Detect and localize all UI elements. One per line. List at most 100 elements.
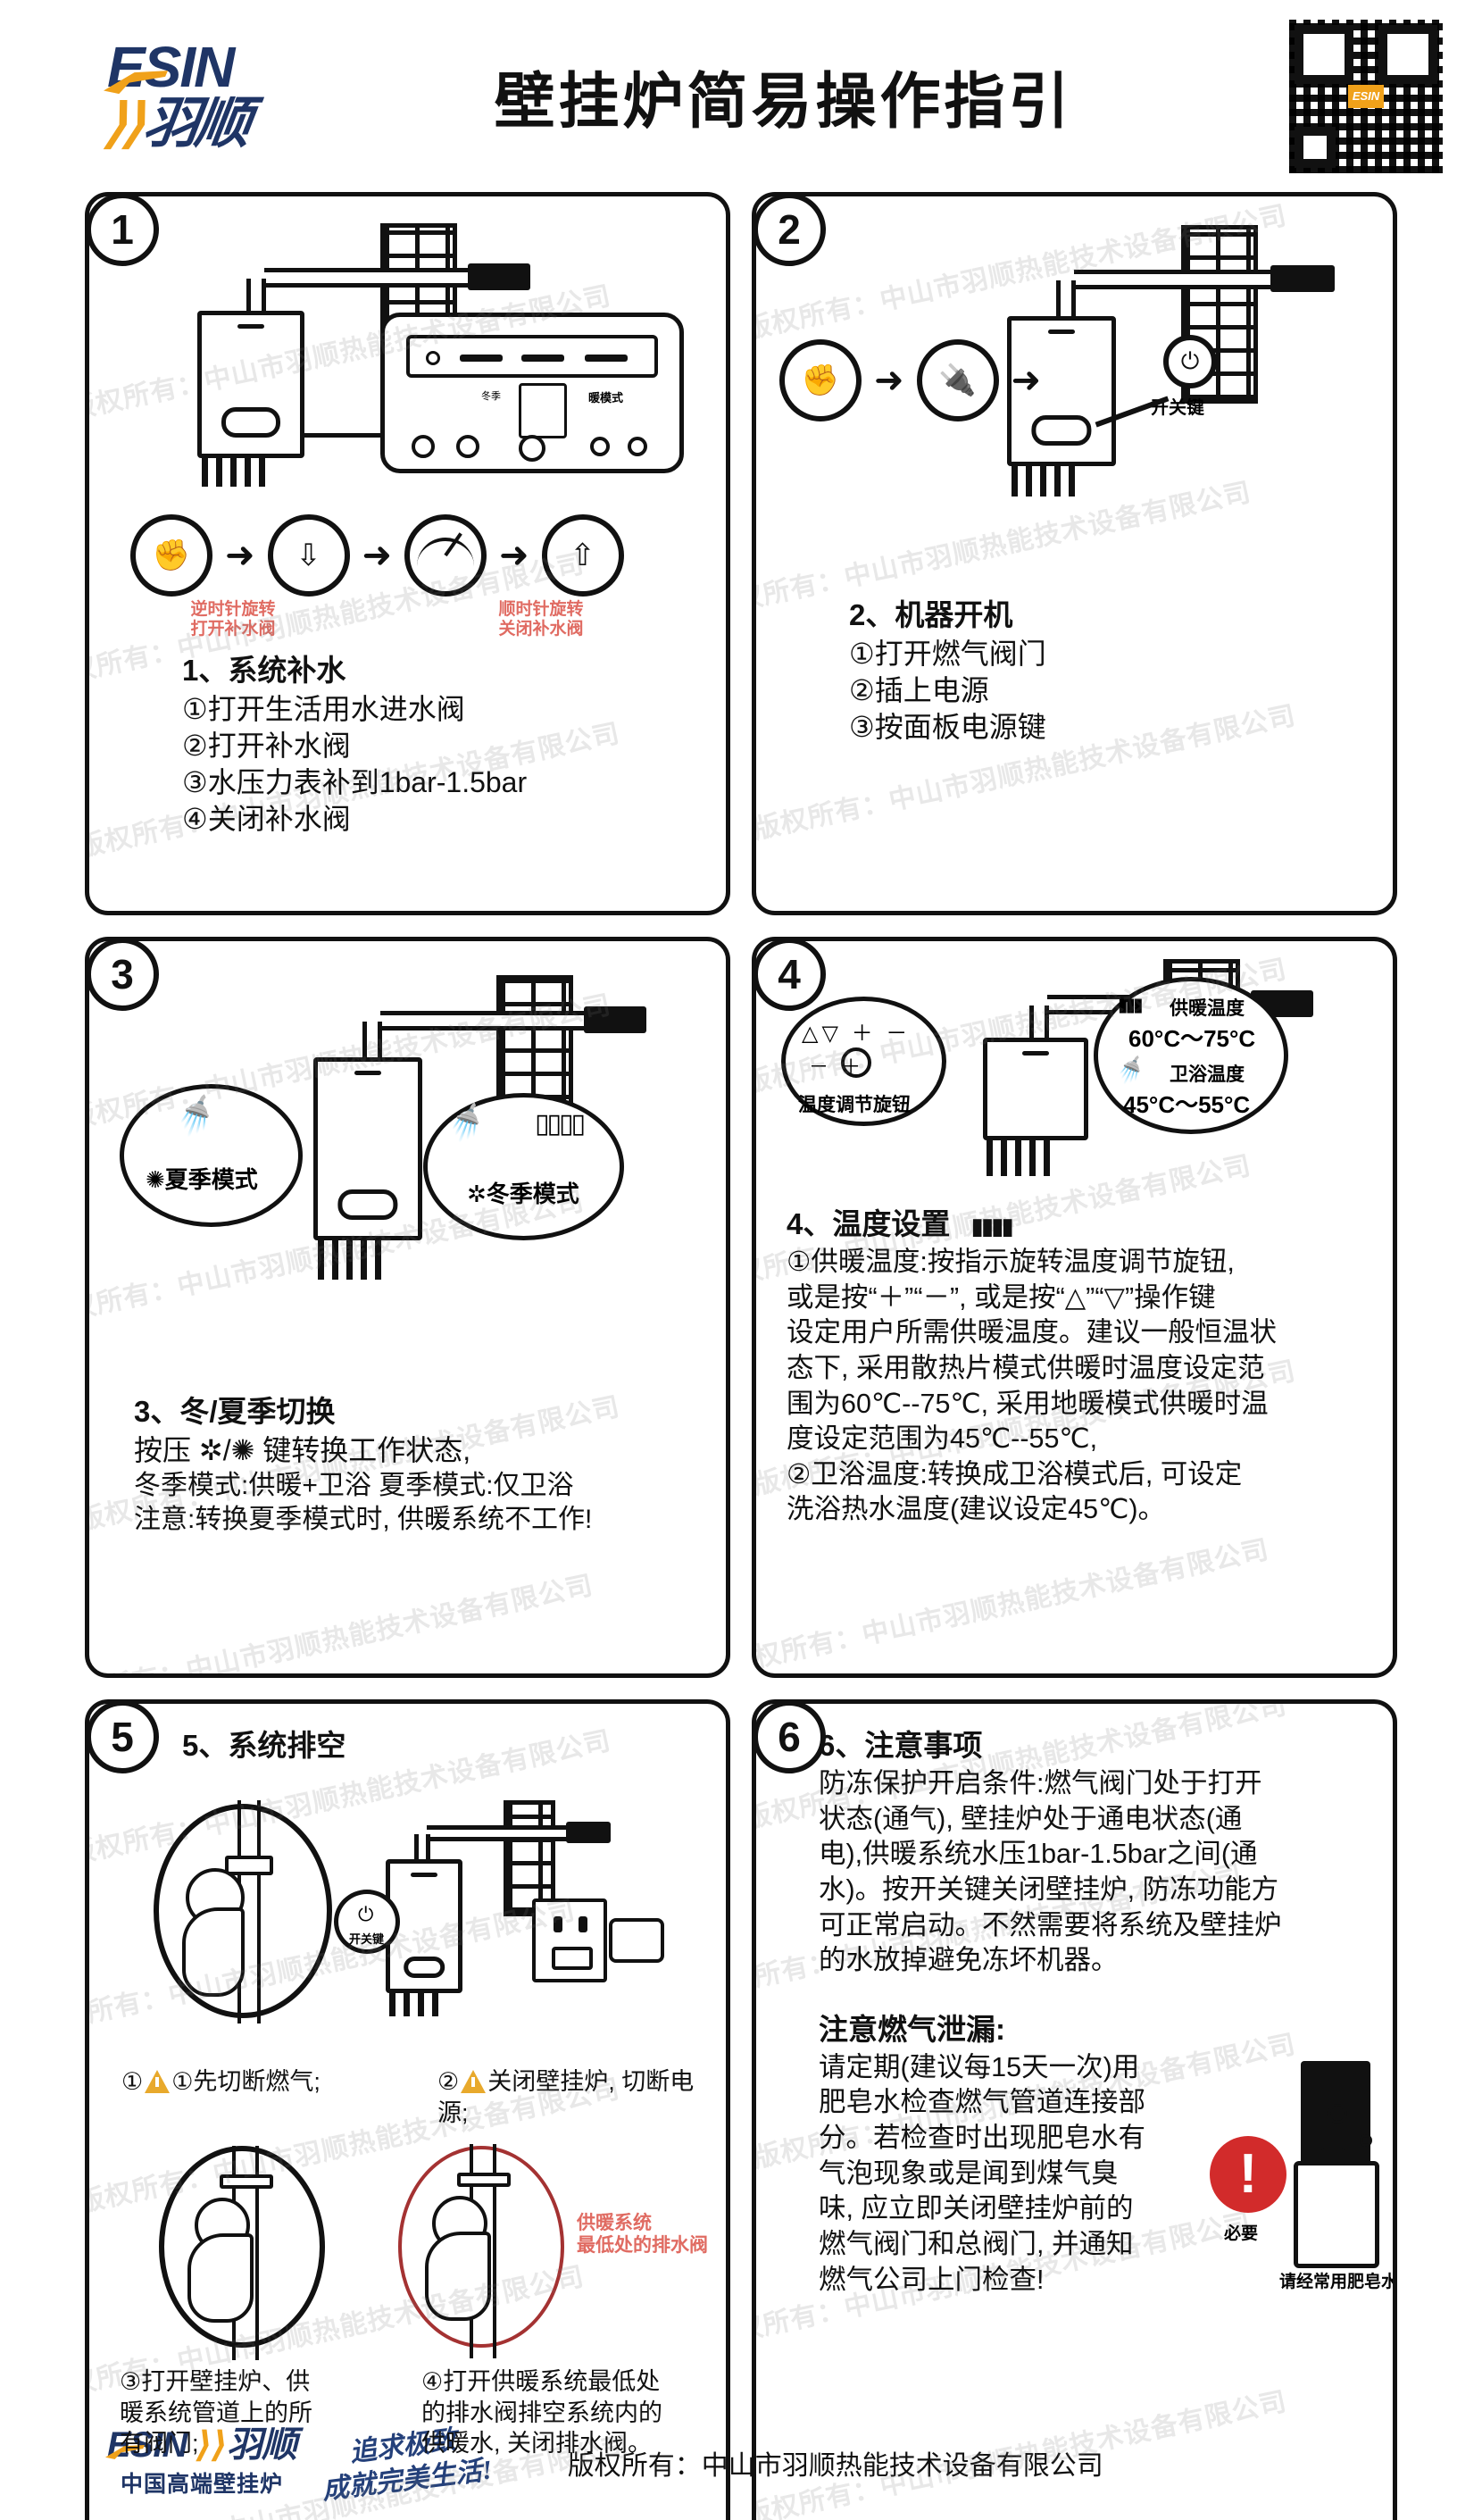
- circle-number-1: ①: [121, 2068, 144, 2095]
- panel-6-notices: 6 版权所有：中山市羽顺热能技术设备有限公司 版权所有：中山市羽顺热能技术设备有…: [752, 1699, 1397, 2520]
- open-valves-illustration: [159, 2146, 325, 2361]
- refill-valve-icon: ⇩: [267, 514, 350, 597]
- flue-elbow-icon: [414, 1834, 430, 1861]
- boiler-display-icon: [1031, 415, 1092, 446]
- panel-4-line-3: 设定用户所需供暖温度。建议一般恒温状: [787, 1317, 1277, 1348]
- panel-6-para2-l4: 气泡现象或是闻到煤气臭: [819, 2157, 1119, 2189]
- boiler-display-icon: [337, 1189, 398, 1220]
- boiler-icon: [197, 311, 304, 458]
- radiator-icon: ▮▮▮▮: [970, 1213, 1014, 1239]
- close-valve-icon: ⇧: [541, 514, 624, 597]
- panel-5-caption-4: ④打开供暖系统最低处 的排水阀排空系统内的 供暖水, 关闭排水阀。: [421, 2366, 703, 2459]
- panel-6-para1-l5: 可正常启动。不然需要将系统及壁挂炉: [819, 1909, 1282, 1940]
- panel-5-captions-bottom: ③打开壁挂炉、供 暖系统管道上的所 有阀门; ④打开供暖系统最低处 的排水阀排空…: [112, 2366, 703, 2459]
- valve-body-icon: [220, 2174, 273, 2190]
- boiler-icon: [983, 1038, 1088, 1140]
- flue-cap-icon: [566, 1822, 611, 1843]
- radiator-icon: ▮▮▮: [1118, 995, 1144, 1015]
- knob-label: 温度调节旋钮: [798, 1095, 911, 1115]
- winter-mode-label: ✲冬季模式: [467, 1181, 579, 1207]
- warning-triangle-icon: [145, 2070, 171, 2093]
- shower-icon: 🚿: [444, 1101, 490, 1146]
- footer-brand-sub: 中国高端壁挂炉: [121, 2472, 284, 2497]
- power-key-callout: ⏻ 开关键: [334, 1890, 400, 1954]
- drain-note-line-2: 最低处的排水阀: [577, 2235, 708, 2257]
- panel-6-illustration: ! 必要 请经常用肥皂水检查: [1194, 2050, 1393, 2298]
- panel-6-para1-l1: 防冻保护开启条件:燃气阀门处于打开: [819, 1768, 1262, 1798]
- circle-number-2: ②: [437, 2068, 460, 2095]
- brand-logo-en: ESIN: [104, 38, 330, 96]
- power-key-label: 开关键: [349, 1932, 385, 1946]
- boiler-pipes-icon: [1012, 466, 1075, 496]
- panel-3-artwork: 🚿 ✺夏季模式 🚿 ▯▯▯▯ ✲冬季模式: [112, 959, 703, 1379]
- heating-temp-range: 60°C〜75°C: [1128, 1025, 1256, 1052]
- flue-pipe-icon: [264, 268, 487, 288]
- panel-4-title-text: 4、温度设置: [787, 1207, 951, 1240]
- heating-temp-label: 供暖温度: [1170, 998, 1245, 1019]
- boiler-logo-icon: [237, 324, 264, 329]
- boiler-pipes-icon: [318, 1240, 381, 1280]
- soap-bottle-icon: [1294, 2147, 1379, 2268]
- panel-5-number: 5: [89, 1704, 159, 1773]
- winter-mode-callout: 🚿 ▯▯▯▯ ✲冬季模式: [423, 1093, 624, 1240]
- panel-5-caption-4-l3: 供暖水, 关闭排水阀。: [421, 2430, 653, 2457]
- control-panel-label-2: 冬季: [481, 391, 501, 402]
- panel-2-text: 2、机器开机 ①打开燃气阀门 ②插上电源 ③按面板电源键: [779, 591, 1370, 746]
- flue-pipe-icon: [1074, 270, 1288, 289]
- panel-3-line-1: 按压 ✲/✺ 键转换工作状态,: [134, 1434, 471, 1466]
- panel-2-power-on: 2 版权所有：中山市羽顺热能技术设备有限公司 版权所有：中山市羽顺热能技术设备有…: [752, 192, 1397, 915]
- panel-2-artwork: ⏻ 开关键 ✊ ➜ 🔌 ➜: [779, 214, 1370, 572]
- panel-6-para2-l7: 燃气公司上门检查!: [819, 2264, 1045, 2295]
- panel-5-caption-4-l2: 的排水阀排空系统内的: [421, 2399, 662, 2426]
- rotary-knob-icon[interactable]: [841, 1047, 871, 1078]
- panel-4-line-5: 围为60℃--75℃, 采用地暖模式供暖时温: [787, 1388, 1269, 1419]
- panel-3-inner: 🚿 ✺夏季模式 🚿 ▯▯▯▯ ✲冬季模式: [89, 941, 726, 1673]
- brand-logo: ESIN ⟩⟩羽顺: [103, 38, 330, 154]
- arrow-right-icon: ➜: [362, 536, 393, 575]
- soap-bubble-icon: [1360, 2133, 1372, 2147]
- bath-temp-range: 45°C〜55°C: [1123, 1091, 1251, 1118]
- panel-1-system-refill: 1 版权所有：中山市羽顺热能技术设备有限公司 版权所有：中山市羽顺热能技术设备有…: [85, 192, 730, 915]
- flue-cap-icon: [584, 1006, 646, 1033]
- flue-elbow-icon: [1056, 280, 1076, 316]
- power-button-icon[interactable]: ⏻: [1163, 335, 1217, 388]
- panel-2-step-2: ②插上电源: [849, 673, 989, 706]
- wave-icon: ⟩⟩: [196, 2425, 228, 2465]
- qr-center-logo: ESIN: [1348, 84, 1384, 108]
- panel-1-step-3: ③水压力表补到1bar-1.5bar: [182, 765, 528, 798]
- panel-6-para2-l2: 肥皂水检查燃气管道连接部: [819, 2087, 1145, 2118]
- panel-2-step-1: ①打开燃气阀门: [849, 638, 1046, 670]
- panel-4-line-6: 度设定范围为45℃--55℃,: [787, 1423, 1098, 1455]
- panel-3-line-2: 冬季模式:供暖+卫浴 夏季模式:仅卫浴: [134, 1470, 574, 1500]
- arrow-right-icon: ➜: [874, 361, 904, 400]
- panel-6-para2-l3: 分。若检查时出现肥皂水有: [819, 2123, 1145, 2154]
- panel-5-inner: 5、系统排空: [89, 1704, 726, 2520]
- gas-shutoff-illustration: [154, 1800, 332, 2024]
- panel-6-para1-l4: 水)。按开关键关闭壁挂炉, 防冻功能方: [819, 1873, 1279, 1905]
- boiler-icon: [313, 1057, 422, 1240]
- hand-icon: [187, 2233, 254, 2324]
- footer-brand-en: ESIN: [107, 2425, 187, 2465]
- panel-6-para2: 请定期(建议每15天一次)用 肥皂水检查燃气管道连接部 分。若检查时出现肥皂水有…: [819, 2050, 1194, 2298]
- drain-note-line-1: 供暖系统: [577, 2213, 652, 2234]
- qr-code-icon[interactable]: ESIN: [1286, 15, 1446, 177]
- panel-grid: 1 版权所有：中山市羽顺热能技术设备有限公司 版权所有：中山市羽顺热能技术设备有…: [0, 192, 1482, 2520]
- panel-4-temperature-setting: 4 版权所有：中山市羽顺热能技术设备有限公司 版权所有：中山市羽顺热能技术设备有…: [752, 937, 1397, 1678]
- alert-exclamation-icon: !: [1210, 2135, 1286, 2213]
- must-label: 必要: [1224, 2224, 1259, 2243]
- panel-5-caption-3-l1: ③打开壁挂炉、供: [120, 2368, 311, 2396]
- panel-6-text-top: 6、注意事项 防冻保护开启条件:燃气阀门处于打开 状态(通气), 壁挂炉处于通电…: [819, 1722, 1370, 1979]
- power-icon[interactable]: ⏻: [358, 1903, 374, 1925]
- temperature-range-callout: ▮▮▮ 供暖温度 60°C〜75°C 🚿 卫浴温度 45°C〜55°C: [1094, 977, 1288, 1134]
- wall-bricks-icon: [504, 1800, 555, 1916]
- panel-3-number: 3: [89, 941, 159, 1011]
- arrow-right-icon: ➜: [225, 536, 255, 575]
- panel-4-line-7: ②卫浴温度:转换成卫浴模式后, 可设定: [787, 1458, 1243, 1489]
- panel-6-para2-l1: 请定期(建议每15天一次)用: [819, 2051, 1140, 2082]
- boiler-pipes-icon: [202, 458, 265, 487]
- flue-elbow-icon: [362, 1022, 382, 1057]
- temperature-knob-callout: △▽ ＋ － － ＋ 温度调节旋钮: [781, 997, 946, 1126]
- boiler-display-icon: [404, 1957, 445, 1978]
- panel-5-caption-2-text: 关闭壁挂炉, 切断电源;: [437, 2068, 695, 2126]
